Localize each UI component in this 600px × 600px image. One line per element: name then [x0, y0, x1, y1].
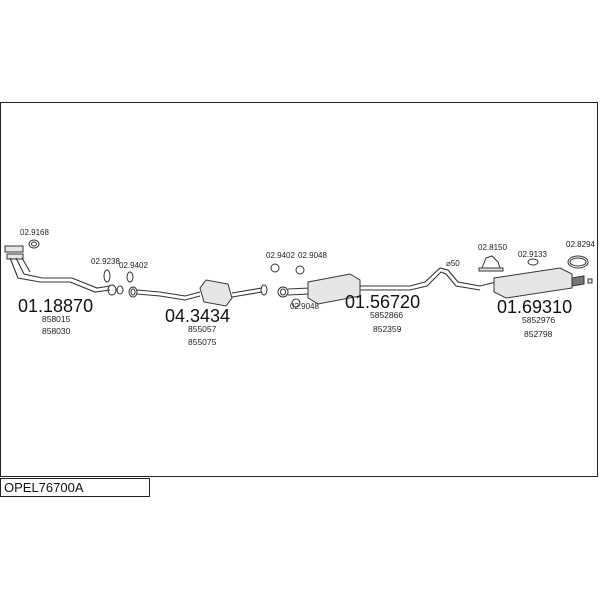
accessory-label-5: 02.9048	[298, 251, 327, 260]
middle-clamps-drawing	[270, 263, 305, 308]
accessory-label-7: 02.8150	[478, 243, 507, 252]
accessory-label-8: 02.9133	[518, 250, 547, 259]
diagram-frame	[0, 102, 598, 477]
ref-3a: 5852866	[370, 310, 403, 320]
clamps-drawing	[103, 269, 138, 298]
accessory-label-2: 02.9238	[91, 257, 120, 266]
accessory-label-9: 02.8294	[566, 240, 595, 249]
ref-2a: 855057	[188, 324, 217, 334]
ref-2b: 855075	[188, 337, 217, 347]
ref-1b: 858030	[42, 326, 71, 336]
intermediate-pipe-drawing	[136, 289, 201, 297]
model-code-box	[0, 478, 150, 497]
accessory-label-4: 02.9402	[266, 251, 295, 260]
part-number-4: 01.69310	[497, 297, 572, 317]
ref-3b: 852359	[373, 324, 402, 334]
gasket-9168-drawing	[28, 239, 40, 249]
rear-hangers-drawing	[478, 255, 589, 272]
rear-silencer-drawing	[479, 267, 593, 299]
center-silencer-drawing	[287, 267, 481, 305]
part-number-3: 01.56720	[345, 292, 420, 312]
model-code: OPEL76700A	[4, 480, 84, 495]
accessory-label-6: 02.9048	[290, 302, 319, 311]
ref-1a: 858015	[42, 314, 71, 324]
ref-4a: 5852976	[522, 315, 555, 325]
part-number-2: 04.3434	[165, 306, 230, 326]
part-number-1: 01.18870	[18, 296, 93, 316]
ref-4b: 852798	[524, 329, 553, 339]
diameter-note: ⌀50	[446, 259, 460, 268]
front-pipe-drawing	[4, 245, 124, 296]
catalyst-drawing	[199, 279, 268, 307]
accessory-label-1: 02.9168	[20, 228, 49, 237]
accessory-label-3: 02.9402	[119, 261, 148, 270]
